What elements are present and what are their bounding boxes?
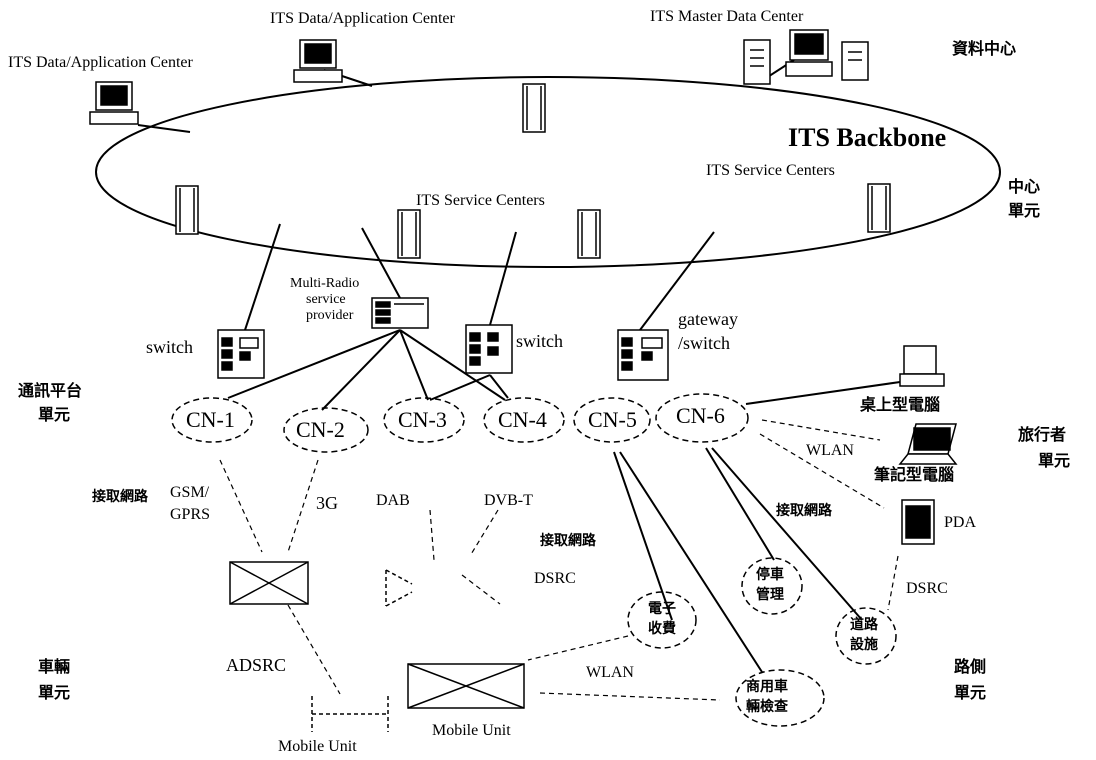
backbone-ring	[96, 77, 1000, 267]
multiradio-label-3: provider	[306, 308, 353, 323]
switch-icon-middle	[466, 325, 512, 373]
link-multiradio	[362, 228, 400, 298]
switch-icon-left	[218, 330, 264, 378]
dab-label: DAB	[376, 492, 410, 510]
mobile-unit-label-right: Mobile Unit	[432, 722, 511, 740]
switch-label-middle: switch	[516, 332, 563, 352]
access-network-label-right: 接取網路	[776, 502, 832, 521]
server-icon-master	[744, 30, 868, 84]
multiradio-label-1: Multi-Radio	[290, 276, 359, 291]
zone-comm-label-2: 單元	[38, 404, 70, 426]
dash-etc-mobile	[528, 636, 628, 660]
link-cn5-commercial	[620, 452, 762, 672]
dash-cn6-notebook	[762, 420, 880, 440]
cn-2-label: CN-2	[296, 418, 345, 442]
wlan-right-label: WLAN	[806, 442, 854, 460]
cn-1-label: CN-1	[186, 408, 235, 432]
road-label-1: 道路	[850, 616, 878, 635]
road-label-2: 設施	[850, 636, 878, 655]
desktop-icon	[900, 346, 944, 386]
link-switch-left	[245, 224, 280, 330]
gsm-label-1: GSM/	[170, 484, 209, 502]
dsrc-right-label: DSRC	[906, 580, 948, 598]
cn-5-label: CN-5	[588, 408, 637, 432]
junction-box-right	[868, 184, 890, 232]
junction-box-center	[398, 210, 420, 258]
computer-icon-left	[90, 82, 138, 124]
zone-vehicle-label-1: 車輛	[38, 656, 70, 678]
etc-label-1: 電子	[648, 600, 676, 619]
zone-data-center-label: 資料中心	[952, 38, 1016, 60]
service-centers-label-center: ITS Service Centers	[416, 192, 545, 210]
zone-roadside-label-1: 路側	[954, 656, 986, 678]
etc-label-2: 收費	[648, 620, 676, 639]
service-centers-label-right: ITS Service Centers	[706, 162, 835, 180]
dash-dvbt	[470, 510, 498, 556]
dsrc-mid-label: DSRC	[534, 570, 576, 588]
junction-box-left	[176, 186, 198, 234]
pda-label: PDA	[944, 514, 976, 532]
data-app-center-label-1: ITS Data/Application Center	[8, 54, 193, 72]
mobile-unit-icon-right	[408, 664, 524, 708]
zone-traveler-label-2: 單元	[1038, 450, 1070, 472]
notebook-icon	[900, 424, 956, 464]
dash-cn2-antenna	[288, 460, 318, 552]
junction-box-top	[523, 84, 545, 132]
3g-label: 3G	[316, 494, 338, 514]
gsm-label-2: GPRS	[170, 506, 210, 524]
dash-cn1-antenna	[220, 460, 262, 552]
link-switch-mid	[490, 232, 516, 325]
dash-wlan-bottom	[540, 693, 720, 700]
link-cn6-road	[712, 448, 862, 620]
master-data-center-label: ITS Master Data Center	[650, 8, 803, 26]
commercial-label-2: 輛檢查	[746, 698, 788, 717]
cn-3-label: CN-3	[398, 408, 447, 432]
mobile-unit-icon-left	[312, 696, 388, 732]
zone-traveler-label-1: 旅行者	[1018, 424, 1066, 446]
dvbt-label: DVB-T	[484, 492, 533, 510]
multiradio-icon	[372, 298, 428, 328]
zone-comm-label-1: 通訊平台	[18, 380, 82, 402]
pda-icon	[902, 500, 934, 544]
zone-center-label-2: 單元	[1008, 200, 1040, 222]
zone-roadside-label-2: 單元	[954, 682, 986, 704]
cn-4-label: CN-4	[498, 408, 547, 432]
antenna-icon-mid	[386, 570, 412, 606]
cn-6-label: CN-6	[676, 404, 725, 428]
switch-icon-gateway	[618, 330, 668, 380]
dash-adsrc	[288, 605, 340, 694]
computer-icon-top	[294, 40, 342, 82]
link-sw-cn4	[490, 375, 508, 398]
switch-label-left: switch	[146, 338, 193, 358]
adsrc-label: ADSRC	[226, 656, 286, 676]
gateway-label-1: gateway	[678, 310, 738, 330]
data-app-center-label-2: ITS Data/Application Center	[270, 10, 455, 28]
access-network-label-mid: 接取網路	[540, 532, 596, 551]
link-sw-cn3	[430, 375, 490, 400]
link-cn6-parking	[706, 448, 774, 560]
link-mr-cn2	[322, 330, 400, 410]
parking-label-2: 管理	[756, 586, 784, 605]
access-network-label-left: 接取網路	[92, 488, 148, 507]
backbone-label: ITS Backbone	[788, 124, 946, 153]
zone-center-label-1: 中心	[1008, 176, 1040, 198]
zone-vehicle-label-2: 單元	[38, 682, 70, 704]
dash-dsrc-mid	[462, 575, 500, 604]
dash-dab	[430, 510, 434, 560]
wlan-bottom-label: WLAN	[586, 664, 634, 682]
notebook-label: 筆記型電腦	[874, 464, 954, 486]
dash-pda-road	[888, 556, 898, 610]
parking-label-1: 停車	[756, 566, 784, 585]
mobile-unit-label-left: Mobile Unit	[278, 738, 357, 756]
commercial-label-1: 商用車	[746, 678, 788, 697]
multiradio-label-2: service	[306, 292, 346, 307]
link-cn5-etc	[614, 452, 672, 620]
antenna-icon-left	[230, 562, 308, 604]
gateway-label-2: /switch	[678, 334, 730, 354]
junction-box-center-right	[578, 210, 600, 258]
desktop-label: 桌上型電腦	[860, 394, 940, 416]
